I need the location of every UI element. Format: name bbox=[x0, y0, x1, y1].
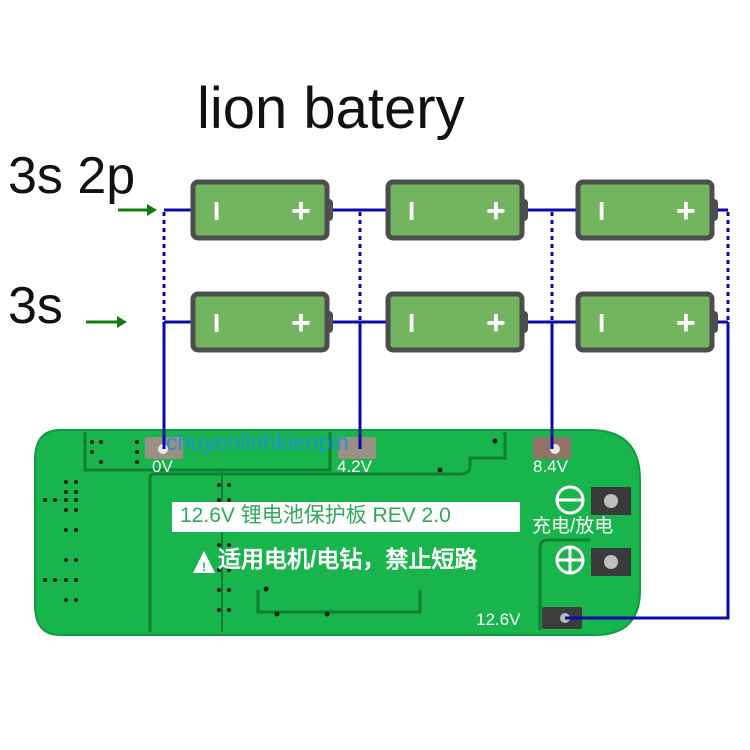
warning-icon: ! bbox=[193, 551, 215, 574]
battery-cell: I+ bbox=[190, 291, 333, 353]
board-warning: 适用电机/电钻，禁止短路 bbox=[218, 546, 478, 572]
wire-12v6 bbox=[565, 322, 730, 620]
minus-terminal-icon bbox=[555, 485, 585, 515]
battery-body bbox=[385, 179, 525, 241]
battery-minus-label: I bbox=[598, 196, 605, 226]
svg-text:!: ! bbox=[202, 560, 206, 574]
battery-body bbox=[190, 179, 330, 241]
pad-4v2 bbox=[338, 437, 376, 459]
battery-body bbox=[190, 291, 330, 353]
battery-plus-label: + bbox=[291, 192, 311, 230]
battery-cell: I+ bbox=[385, 179, 528, 241]
pad-label-4v2: 4.2V bbox=[337, 457, 372, 476]
battery-plus-label: + bbox=[676, 192, 696, 230]
diagram-title: lion batery bbox=[197, 76, 465, 141]
config-label-3s: 3s bbox=[8, 277, 63, 335]
battery-plus-label: + bbox=[291, 304, 311, 342]
parallel-links bbox=[162, 212, 730, 320]
battery-plus-label: + bbox=[486, 304, 506, 342]
pad-label-12v6: 12.6V bbox=[476, 610, 521, 629]
battery-plus-label: + bbox=[486, 192, 506, 230]
arrow-3s-icon bbox=[86, 316, 127, 328]
battery-cell: I+ bbox=[575, 291, 718, 353]
board-label: 12.6V 锂电池保护板 REV 2.0 bbox=[180, 504, 451, 527]
battery-minus-label: I bbox=[598, 308, 605, 338]
battery-plus-label: + bbox=[676, 304, 696, 342]
watermark: chuyenlinhkienpin bbox=[166, 429, 349, 455]
vias bbox=[43, 438, 498, 617]
config-label-3s2p: 3s 2p bbox=[8, 147, 136, 205]
charge-discharge-label: 充电/放电 bbox=[532, 516, 614, 537]
battery-cell: I+ bbox=[190, 179, 333, 241]
battery-body bbox=[575, 179, 715, 241]
plus-terminal-icon bbox=[555, 545, 585, 575]
battery-cell: I+ bbox=[575, 179, 718, 241]
wiring bbox=[162, 208, 730, 620]
board-label-box bbox=[172, 502, 520, 532]
battery-body bbox=[385, 291, 525, 353]
arrow-3s2p-icon bbox=[118, 204, 157, 216]
pad-label-8v4: 8.4V bbox=[533, 457, 568, 476]
battery-array: I+I+I+I+I+I+ bbox=[190, 179, 718, 353]
pad-label-0v: 0V bbox=[152, 457, 173, 476]
battery-minus-label: I bbox=[408, 308, 415, 338]
battery-body bbox=[575, 291, 715, 353]
protection-board: ! bbox=[34, 429, 641, 636]
battery-minus-label: I bbox=[213, 196, 220, 226]
battery-minus-label: I bbox=[213, 308, 220, 338]
battery-minus-label: I bbox=[408, 196, 415, 226]
battery-cell: I+ bbox=[385, 291, 528, 353]
